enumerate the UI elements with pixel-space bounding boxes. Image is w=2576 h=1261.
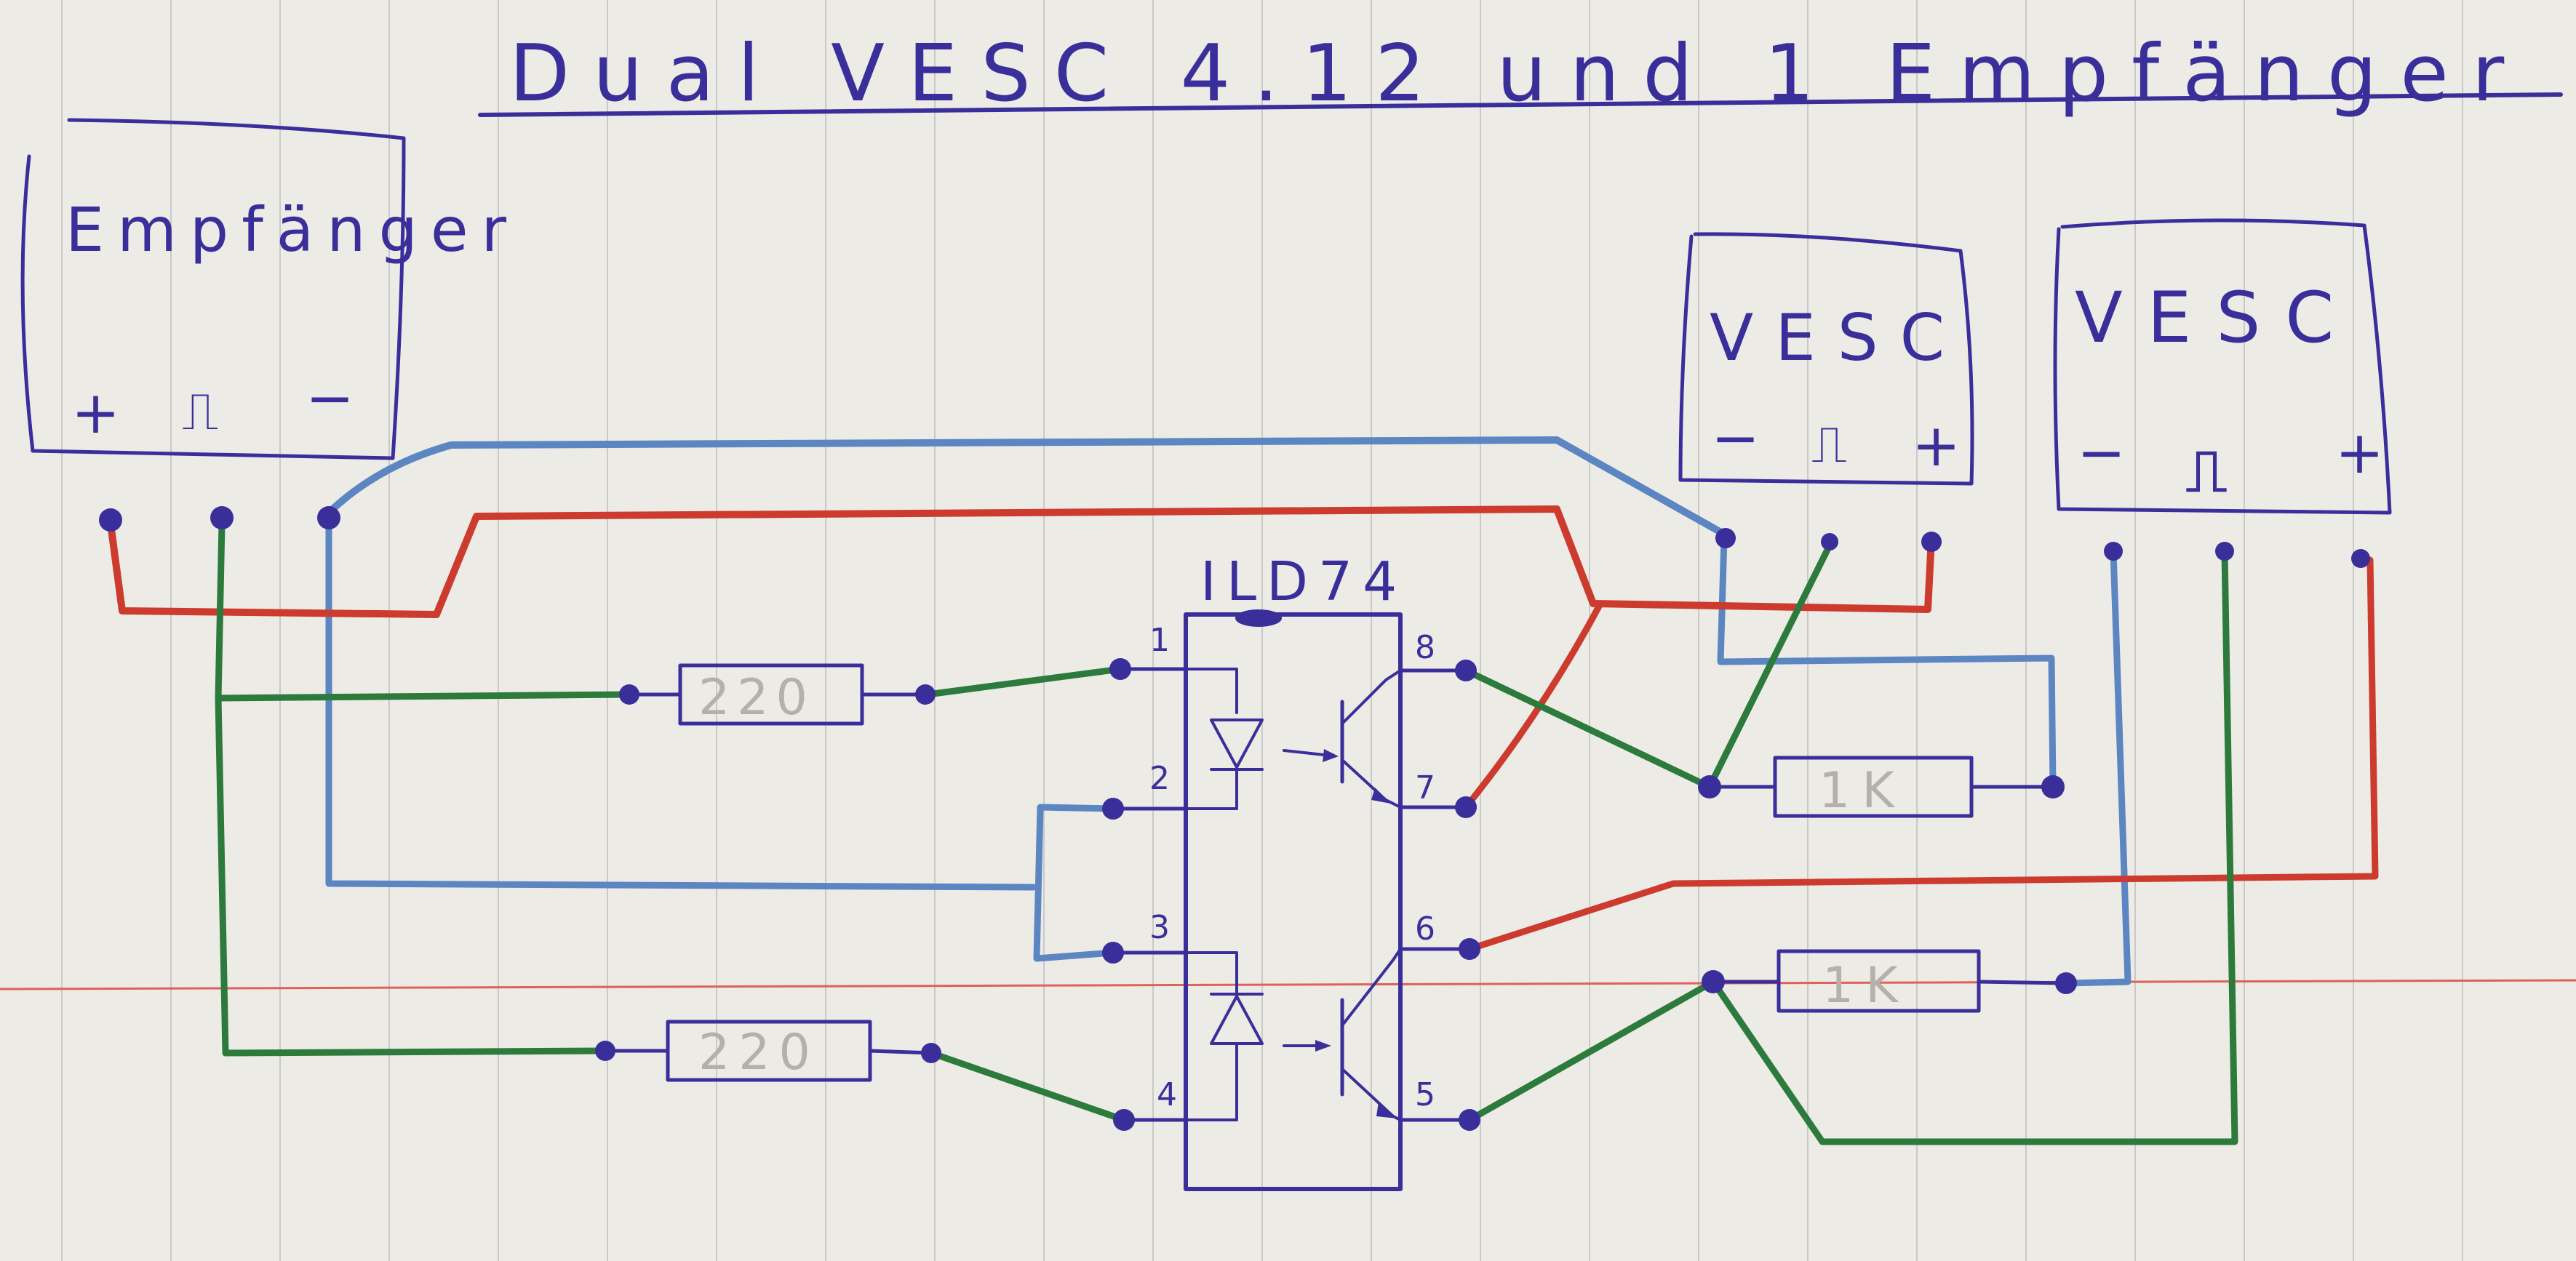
upper-led-transistor-pair (1184, 668, 1402, 810)
vesc-left-pin-minus: − (1711, 404, 1760, 472)
vesc-right-label: VESC (2075, 277, 2358, 359)
receiver-pin-minus: − (306, 364, 354, 432)
resistors: 220 220 1K 1K (603, 663, 2068, 1082)
vesc-right-pin-plus: + (2335, 419, 2384, 487)
vesc-right-pin-signal: ⎍ (2186, 437, 2227, 505)
resistor-1k-top-value: 1K (1819, 762, 1906, 820)
optocoupler-label: ILD74 (1200, 551, 1407, 613)
resistor-1k-bottom: 1K (1711, 949, 2068, 1014)
resistor-220-top: 220 (627, 663, 928, 726)
wire-green-vesc-right-signal (1710, 549, 2238, 1145)
wire-blue-opto-pin2-pin3 (1033, 804, 1117, 962)
pin-number-4: 4 (1157, 1076, 1177, 1113)
pin-number-5: 5 (1415, 1076, 1435, 1113)
wire-red-opto-pin7 (1462, 600, 1604, 811)
receiver-block: Empfänger + ⎍ − (20, 118, 519, 460)
pin-number-8: 8 (1415, 629, 1435, 666)
pin-number-7: 7 (1415, 769, 1435, 806)
vesc-left-block: VESC − ⎍ + (1678, 232, 1974, 486)
receiver-label: Empfänger (65, 194, 519, 265)
vesc-left-pin-signal: ⎍ (1811, 415, 1847, 474)
wire-green-opto-pin5-to-1k (1466, 978, 1717, 1124)
pin-number-6: 6 (1415, 910, 1435, 948)
wire-blue-receiver-minus-down (325, 520, 1037, 891)
title-underline (478, 92, 2563, 117)
vesc-right-block: VESC − ⎍ + (2053, 218, 2392, 515)
resistor-220-top-value: 220 (698, 669, 815, 726)
wire-blue-vesc-right-minus (2062, 548, 2132, 987)
wire-blue-receiver-to-vesc-left-minus (325, 436, 1735, 542)
pin-number-3: 3 (1149, 909, 1170, 946)
vesc-left-label: VESC (1710, 300, 1966, 375)
vesc-left-pin-plus: + (1912, 412, 1961, 479)
receiver-pin-plus: + (71, 379, 120, 447)
wire-blue-vesc-left-to-1k (1717, 535, 2057, 790)
resistor-220-bottom: 220 (603, 1020, 933, 1082)
wire-red-receiver-plus (107, 505, 1935, 618)
pin-number-2: 2 (1149, 760, 1170, 797)
resistor-1k-top: 1K (1707, 756, 2055, 820)
wire-green-r220-bottom-to-pin4 (928, 1049, 1128, 1124)
terminal-nodes (99, 506, 2370, 1131)
optocoupler-ild74: ILD74 1 2 3 4 5 6 7 8 (1111, 551, 1472, 1191)
receiver-pin-signal: ⎍ (182, 380, 218, 441)
wire-green-r220-top-to-pin1 (924, 665, 1124, 698)
wire-green-opto-pin8-to-1k (1462, 667, 1713, 790)
pin-number-1: 1 (1149, 622, 1170, 659)
vesc-right-pin-minus: − (2077, 419, 2126, 487)
resistor-220-bottom-value: 220 (698, 1024, 819, 1081)
resistor-1k-bottom-value: 1K (1822, 957, 1910, 1014)
pin1-notch (1235, 609, 1282, 627)
wire-green-receiver-signal-bottom (215, 694, 607, 1057)
wires (107, 436, 2379, 1145)
lower-led-transistor-pair (1184, 948, 1402, 1121)
wire-red-opto-pin6-to-vesc-right-plus (1466, 556, 2379, 953)
optocoupler-body (1184, 612, 1403, 1191)
wire-green-vesc-left-signal (1706, 542, 1833, 790)
margin-line (0, 979, 2576, 990)
